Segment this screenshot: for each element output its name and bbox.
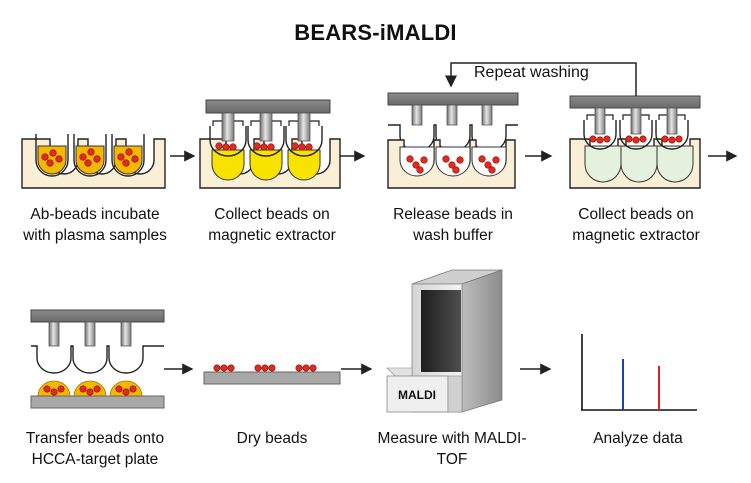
step8-spectrum-plot <box>581 334 697 411</box>
step1-incubation-tray <box>21 134 166 189</box>
maldi-label: MALDI <box>398 388 436 402</box>
step5-transfer-plate <box>30 309 165 409</box>
sample-well-2 <box>75 145 105 175</box>
step3-release-wash <box>387 92 519 189</box>
diagram-title: BEARS-iMALDI <box>294 20 457 45</box>
caption-step7: Measure with MALDI-TOF <box>377 430 527 468</box>
sample-well-3 <box>113 145 143 175</box>
step4-collect-extractor <box>569 95 701 189</box>
step6-dry-beads <box>203 364 341 385</box>
step7-maldi-instrument: MALDI <box>386 269 503 413</box>
repeat-loop-arrow <box>445 62 637 96</box>
repeat-washing-label: Repeat washing <box>474 64 589 81</box>
caption-step6: Dry beads <box>236 430 308 447</box>
step2-collect-extractor <box>199 99 341 189</box>
caption-step8: Analyze data <box>593 430 683 447</box>
sample-well-1 <box>37 145 67 175</box>
beads-group-1 <box>41 148 139 167</box>
